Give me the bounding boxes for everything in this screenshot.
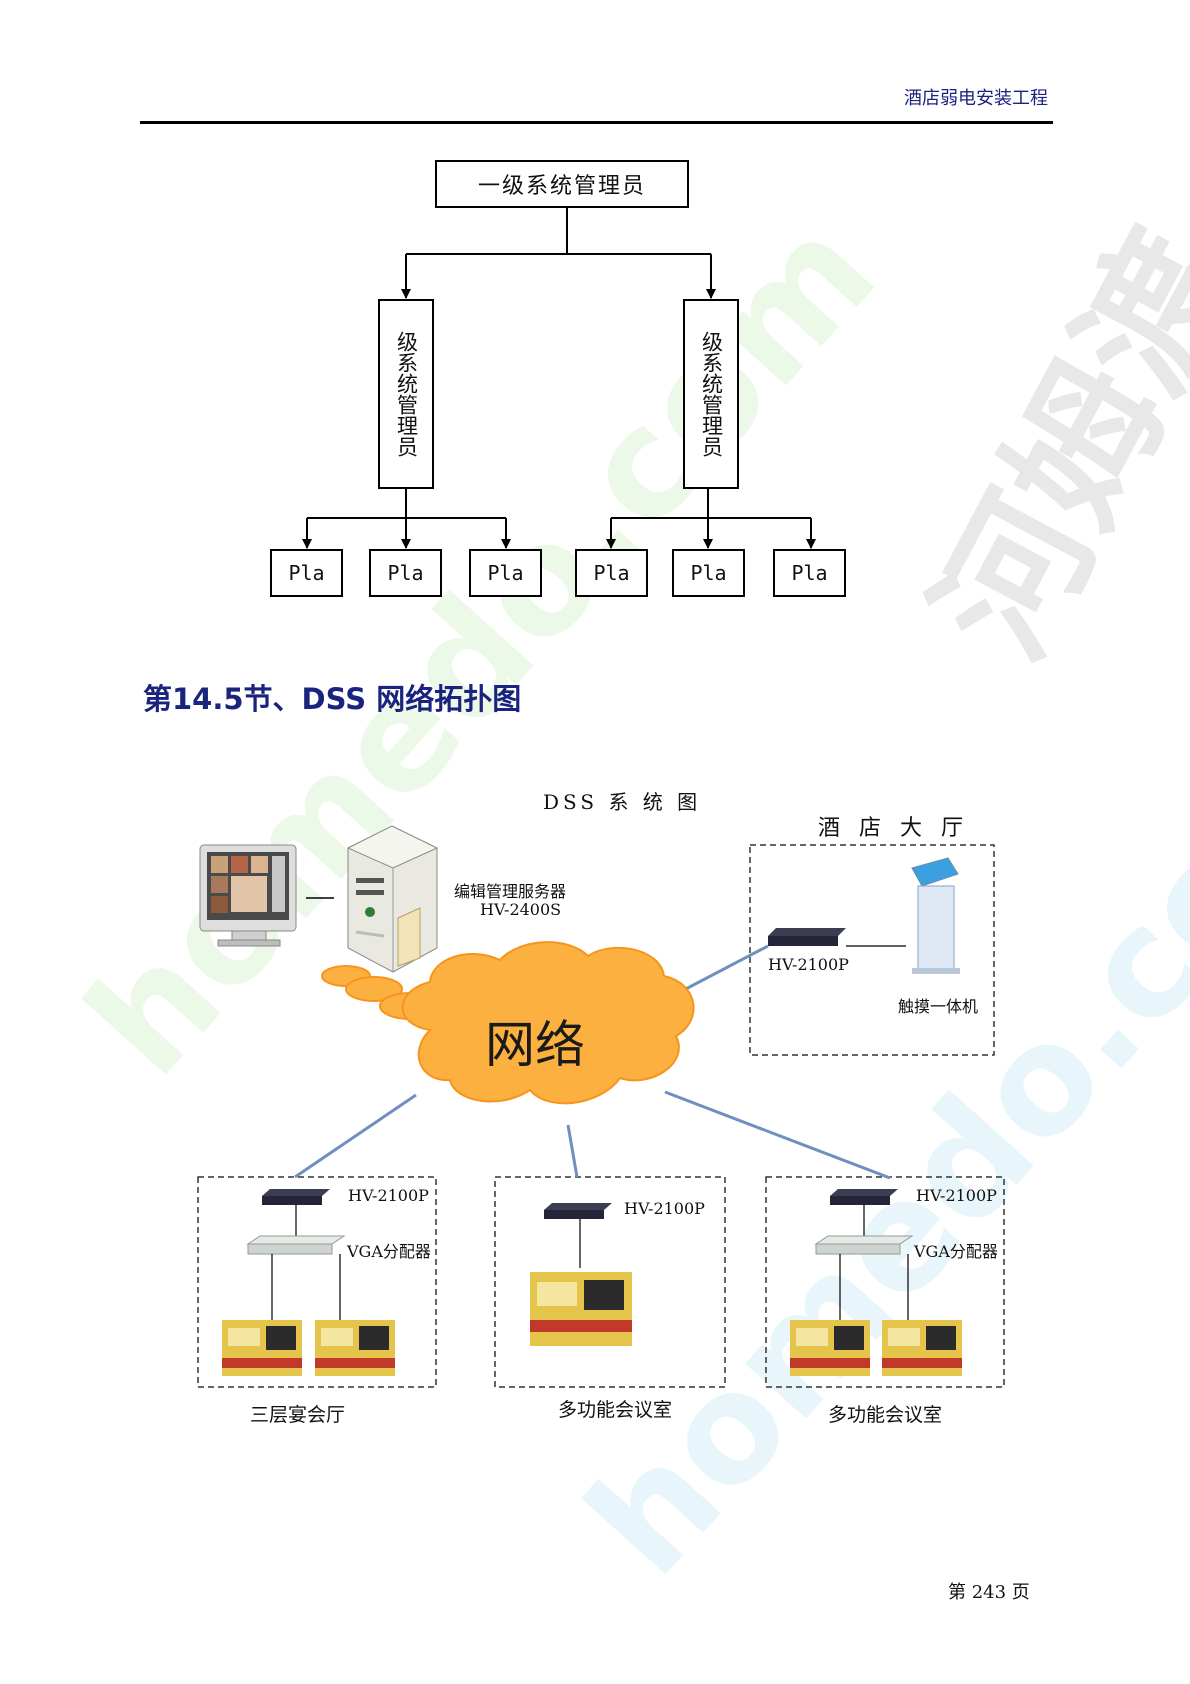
switch-icon-room-3 — [830, 1189, 898, 1205]
server-name-label: 编辑管理服务器 — [454, 882, 567, 901]
display-screen-icon — [882, 1320, 962, 1376]
room-2-name: 多功能会议室 — [558, 1399, 673, 1421]
leaf-box: Pla — [369, 549, 442, 597]
room-1-name: 三层宴会厅 — [250, 1404, 346, 1426]
vga-splitter-icon-room-3 — [814, 1235, 914, 1255]
second-admin-label-left: 级系统管理员 — [394, 331, 419, 457]
room-3-name: 多功能会议室 — [828, 1404, 943, 1426]
leaf-box: Pla — [469, 549, 542, 597]
room-1-splitter-label: VGA分配器 — [347, 1242, 431, 1261]
lobby-device-label: HV-2100P — [768, 955, 849, 974]
display-screen-icon — [790, 1320, 870, 1376]
network-cloud-label: 网络 — [485, 1016, 585, 1074]
header-rule — [140, 121, 1053, 124]
lobby-title: 酒 店 大 厅 — [818, 816, 969, 841]
kiosk-icon — [911, 857, 960, 974]
leaf-box: Pla — [672, 549, 745, 597]
switch-icon-room-1 — [262, 1189, 330, 1205]
room-box-banquet — [197, 1176, 437, 1388]
room-box-meeting-2 — [765, 1176, 1005, 1388]
server-icon — [346, 825, 439, 973]
room-3-splitter-label: VGA分配器 — [914, 1242, 998, 1261]
section-heading: 第14.5节、DSS 网络拓扑图 — [143, 682, 522, 716]
second-admin-box-left: 级系统管理员 — [378, 299, 434, 489]
second-admin-box-right: 级系统管理员 — [683, 299, 739, 489]
leaf-box: Pla — [575, 549, 648, 597]
room-2-device-label: HV-2100P — [624, 1199, 705, 1218]
monitor-icon — [199, 844, 297, 947]
page-number: 第 243 页 — [948, 1582, 1030, 1603]
display-screen-icon — [222, 1320, 302, 1376]
leaf-box: Pla — [773, 549, 846, 597]
leaf-box: Pla — [270, 549, 343, 597]
network-cloud — [321, 941, 695, 1105]
switch-icon-room-2 — [544, 1203, 612, 1219]
top-admin-box: 一级系统管理员 — [435, 160, 689, 208]
org-chart-connectors — [302, 208, 816, 549]
lobby-dashed-box — [749, 844, 995, 1056]
display-screen-icon — [530, 1272, 632, 1346]
kiosk-label: 触摸一体机 — [898, 997, 979, 1016]
second-admin-label-right: 级系统管理员 — [699, 331, 724, 457]
room-box-meeting-1 — [494, 1176, 726, 1388]
vga-splitter-icon-room-1 — [246, 1235, 346, 1255]
room-3-device-label: HV-2100P — [916, 1186, 997, 1205]
switch-icon-lobby — [768, 928, 846, 946]
header-title: 酒店弱电安装工程 — [904, 88, 1048, 109]
server-model-label: HV-2400S — [480, 900, 562, 919]
room-1-device-label: HV-2100P — [348, 1186, 429, 1205]
display-screen-icon — [315, 1320, 395, 1376]
dss-diagram-title: DSS 系 统 图 — [543, 790, 702, 814]
